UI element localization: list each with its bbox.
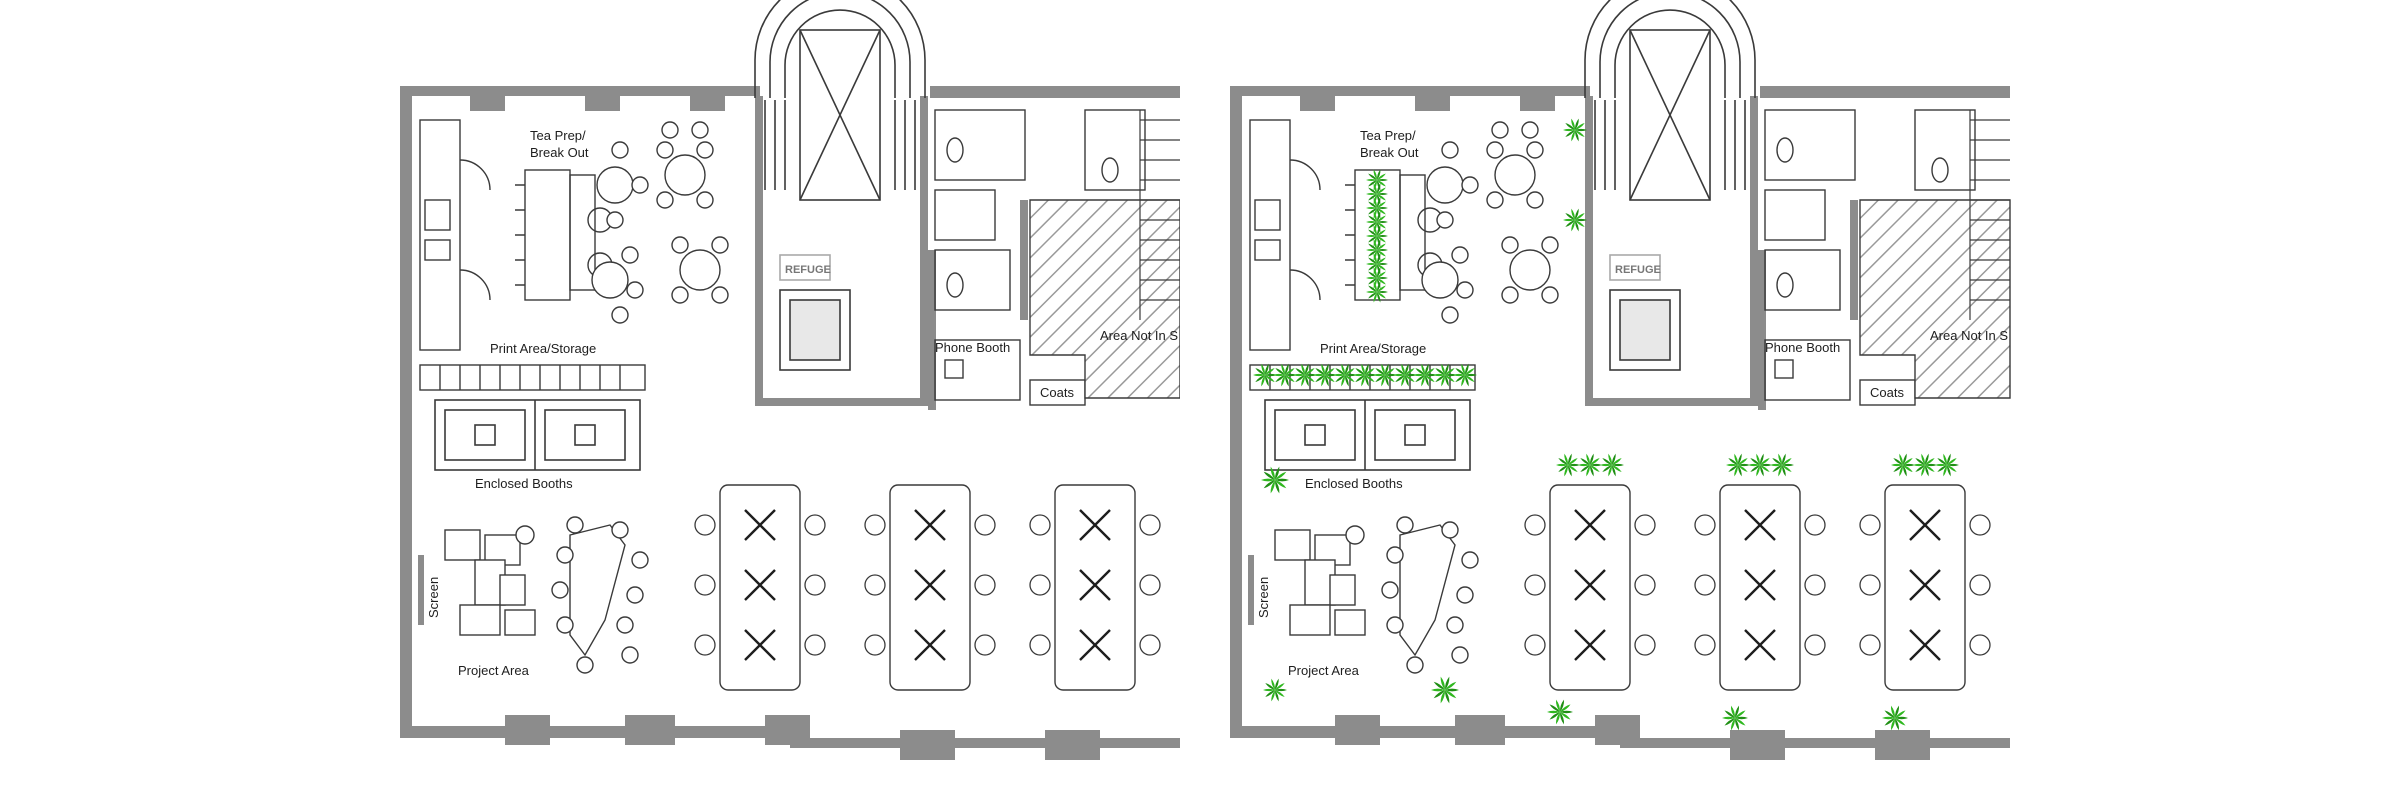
area-not-in-scope-label: Area Not In S bbox=[1930, 328, 2008, 343]
planting-layer bbox=[1253, 118, 1959, 731]
cafe-tables bbox=[591, 121, 729, 324]
lift-core bbox=[779, 254, 851, 371]
project-area-furniture bbox=[1274, 516, 1479, 674]
break-out-label: Break Out bbox=[1360, 145, 1419, 160]
desk-chairs bbox=[1524, 514, 1991, 656]
hatched-area bbox=[1859, 199, 2011, 399]
plant-icon bbox=[1366, 197, 1388, 219]
monitor-arms bbox=[1574, 509, 1941, 661]
wc-block bbox=[1764, 109, 1976, 406]
plant-icon bbox=[1366, 267, 1388, 289]
plant-icon bbox=[1891, 453, 1915, 477]
plant-icon bbox=[1393, 363, 1417, 387]
plant-icon bbox=[1431, 676, 1459, 704]
project-area-label: Project Area bbox=[1288, 663, 1360, 678]
enclosed-booths bbox=[434, 399, 641, 471]
kitchen-counter bbox=[419, 119, 491, 351]
plant-icon bbox=[1366, 183, 1388, 205]
plant-icon bbox=[1563, 208, 1587, 232]
tea-prep-island bbox=[1345, 169, 1443, 301]
plant-icon bbox=[1263, 678, 1287, 702]
coats-label: Coats bbox=[1870, 385, 1904, 400]
plant-icon bbox=[1366, 281, 1388, 303]
plant-icon bbox=[1366, 225, 1388, 247]
plant-icon bbox=[1313, 363, 1337, 387]
plant-icon bbox=[1770, 453, 1794, 477]
print-storage bbox=[419, 364, 646, 391]
plant-icon bbox=[1366, 253, 1388, 275]
plant-icon bbox=[1556, 453, 1580, 477]
tea-prep-label: Tea Prep/ bbox=[1360, 128, 1416, 143]
plant-icon bbox=[1578, 453, 1602, 477]
plant-icon bbox=[1253, 363, 1277, 387]
screen-label: Screen bbox=[1256, 577, 1271, 618]
plant-icon bbox=[1722, 705, 1748, 731]
hatched-area bbox=[1029, 199, 1180, 399]
screen-panel bbox=[1248, 555, 1254, 625]
plant-icon bbox=[1600, 453, 1624, 477]
plant-icon bbox=[1273, 363, 1297, 387]
project-area-label: Project Area bbox=[458, 663, 530, 678]
desk-clusters bbox=[719, 484, 1136, 691]
stair-tower bbox=[1584, 0, 1756, 201]
hatched-stair bbox=[1139, 110, 1180, 320]
wc-block bbox=[934, 109, 1146, 406]
stair-tower bbox=[754, 0, 926, 201]
plant-icon bbox=[1433, 363, 1457, 387]
refuge-label: REFUGE bbox=[1615, 264, 1661, 276]
enclosed-booths-label: Enclosed Booths bbox=[475, 476, 573, 491]
area-not-in-scope-label: Area Not In S bbox=[1100, 328, 1178, 343]
plant-icon bbox=[1366, 169, 1388, 191]
plant-icon bbox=[1913, 453, 1937, 477]
coats-label: Coats bbox=[1040, 385, 1074, 400]
lift-core bbox=[1609, 254, 1681, 371]
plant-icon bbox=[1413, 363, 1437, 387]
plant-icon bbox=[1935, 453, 1959, 477]
refuge-label: REFUGE bbox=[785, 264, 831, 276]
print-area-label: Print Area/Storage bbox=[1320, 341, 1426, 356]
screen-label: Screen bbox=[426, 577, 441, 618]
desk-clusters bbox=[1549, 484, 1966, 691]
plant-icon bbox=[1333, 363, 1357, 387]
building-shell bbox=[400, 86, 1180, 760]
monitor-arms bbox=[744, 509, 1111, 661]
plant-icon bbox=[1748, 453, 1772, 477]
plant-icon bbox=[1366, 239, 1388, 261]
cafe-tables bbox=[1421, 121, 1559, 324]
plant-icon bbox=[1353, 363, 1377, 387]
project-area-furniture bbox=[444, 516, 649, 674]
plant-icon bbox=[1547, 699, 1573, 725]
plant-icon bbox=[1293, 363, 1317, 387]
plant-icon bbox=[1563, 118, 1587, 142]
phone-booth-label: Phone Booth bbox=[935, 340, 1010, 355]
plan-with-planting: REFUGE Area Not In S Phone Booth Coats bbox=[1230, 0, 2011, 760]
plant-icon bbox=[1726, 453, 1750, 477]
screen-panel bbox=[418, 555, 424, 625]
plant-icon bbox=[1882, 705, 1908, 731]
plan-without-planting: REFUGE Area Not In S Phone Booth Coats bbox=[400, 0, 1180, 760]
hatched-stair bbox=[1969, 110, 2010, 320]
enclosed-booths-label: Enclosed Booths bbox=[1305, 476, 1403, 491]
desk-chairs bbox=[694, 514, 1161, 656]
phone-booth-label: Phone Booth bbox=[1765, 340, 1840, 355]
plant-icon bbox=[1453, 363, 1477, 387]
break-out-label: Break Out bbox=[530, 145, 589, 160]
kitchen-counter bbox=[1249, 119, 1321, 351]
print-area-label: Print Area/Storage bbox=[490, 341, 596, 356]
building-shell bbox=[1230, 86, 2010, 760]
plant-icon bbox=[1373, 363, 1397, 387]
plant-icon bbox=[1366, 211, 1388, 233]
tea-prep-label: Tea Prep/ bbox=[530, 128, 586, 143]
enclosed-booths bbox=[1264, 399, 1471, 471]
plant-icon bbox=[1261, 466, 1289, 494]
